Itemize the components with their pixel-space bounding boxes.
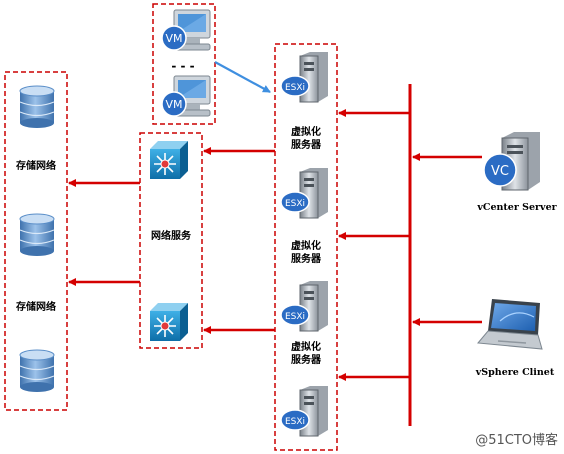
vcenter-server-icon: VC: [483, 132, 540, 191]
esxi-server-icon: ESXi: [280, 168, 328, 219]
virtualization-server-label: 虚拟化 服务器: [275, 240, 337, 266]
svg-text:VC: VC: [491, 164, 509, 179]
virtualization-server-label-line2: 服务器: [291, 254, 321, 265]
svg-text:ESXi: ESXi: [285, 199, 305, 209]
storage-disk-icon: [19, 213, 55, 256]
esxi-server-icon: ESXi: [280, 52, 328, 103]
virtualization-server-label-line1: 虚拟化: [291, 241, 321, 252]
esxi-group-box: [274, 43, 338, 451]
vm-ellipsis: - - -: [171, 59, 194, 73]
esxi-server-icon: ESXi: [280, 281, 328, 332]
vm-to-esxi-arrow: [214, 61, 271, 93]
esxi-server-icon: ESXi: [280, 386, 328, 437]
storage-network-label: 存储网络: [16, 302, 56, 313]
network-switch-icon: [150, 303, 188, 341]
svg-text:VM: VM: [165, 98, 182, 111]
network-services-label: 网络服务: [151, 231, 191, 242]
storage-network-label: 存储网络: [16, 161, 56, 172]
vm-icon: VM: [161, 75, 211, 117]
svg-text:ESXi: ESXi: [285, 417, 305, 427]
virtualization-server-label-line1: 虚拟化: [291, 342, 321, 353]
virtualization-server-label-line1: 虚拟化: [291, 127, 321, 138]
svg-text:VM: VM: [165, 32, 182, 45]
storage-disk-icon: [19, 85, 55, 128]
network-switch-icon: [150, 141, 188, 179]
svg-text:ESXi: ESXi: [285, 83, 305, 93]
virtualization-server-label-line2: 服务器: [291, 355, 321, 366]
storage-disk-icon: [19, 349, 55, 392]
vm-group-box: [152, 3, 216, 125]
vsphere-client-label: vSphere Clinet: [475, 367, 555, 378]
svg-text:ESXi: ESXi: [285, 312, 305, 322]
virtualization-server-label: 虚拟化 服务器: [275, 341, 337, 367]
virtualization-server-label: 虚拟化 服务器: [275, 126, 337, 152]
watermark: @51CTO博客: [475, 433, 558, 448]
vcenter-server-label: vCenter Server: [477, 202, 557, 213]
network-services-group-box: [139, 132, 203, 349]
vm-icon: VM: [161, 9, 211, 51]
virtualization-server-label-line2: 服务器: [291, 140, 321, 151]
vsphere-client-laptop-icon: [477, 299, 543, 350]
